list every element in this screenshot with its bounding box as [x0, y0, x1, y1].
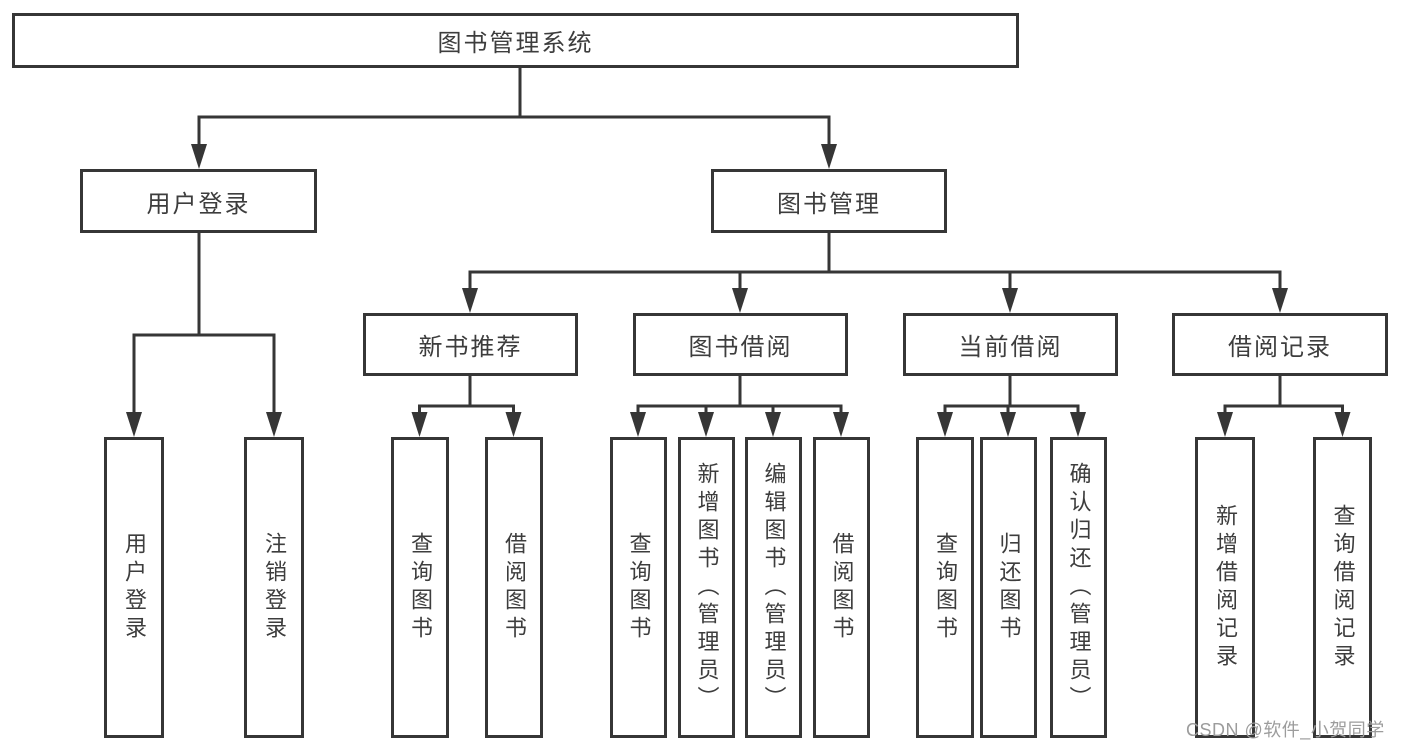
arrowhead	[1217, 412, 1233, 437]
arrowhead	[266, 412, 282, 437]
arrowhead	[1070, 412, 1086, 437]
arrowhead	[732, 288, 748, 313]
leaf-recommend-query-book: 查询图书	[391, 437, 449, 738]
arrowhead	[698, 412, 714, 437]
arrowhead	[411, 412, 428, 437]
leaf-recommend-borrow-book: 借阅图书	[485, 437, 543, 738]
arrowhead	[191, 144, 207, 169]
leaf-user-login: 用户登录	[104, 437, 164, 738]
node-borrow-records: 借阅记录	[1172, 313, 1388, 376]
node-root-system: 图书管理系统	[12, 13, 1019, 68]
arrowhead	[505, 412, 522, 437]
arrowhead	[937, 412, 953, 437]
arrowhead	[833, 412, 849, 437]
arrowhead	[1334, 412, 1351, 437]
arrowhead	[462, 288, 478, 313]
arrowhead	[821, 144, 837, 169]
leaf-borrow-query-book: 查询图书	[610, 437, 667, 738]
node-user-login: 用户登录	[80, 169, 317, 233]
leaf-return-book: 归还图书	[980, 437, 1037, 738]
arrowhead	[1000, 412, 1016, 437]
arrowhead	[1002, 288, 1018, 313]
arrowhead	[126, 412, 142, 437]
arrowhead	[630, 412, 646, 437]
csdn-watermark: CSDN @软件_小贺同学	[1186, 720, 1385, 740]
leaf-add-book-admin: 新增图书（管理员）	[678, 437, 735, 738]
leaf-add-borrow-record: 新增借阅记录	[1195, 437, 1255, 738]
arrowhead	[765, 412, 781, 437]
node-book-borrow: 图书借阅	[633, 313, 848, 376]
leaf-borrow-book: 借阅图书	[813, 437, 870, 738]
node-book-management: 图书管理	[711, 169, 947, 233]
arrowhead	[1272, 288, 1288, 313]
node-new-book-recommend: 新书推荐	[363, 313, 578, 376]
node-current-borrow: 当前借阅	[903, 313, 1118, 376]
leaf-confirm-return-admin: 确认归还（管理员）	[1050, 437, 1107, 738]
leaf-logout: 注销登录	[244, 437, 304, 738]
leaf-edit-book-admin: 编辑图书（管理员）	[745, 437, 802, 738]
leaf-query-borrow-record: 查询借阅记录	[1313, 437, 1372, 738]
leaf-current-query-book: 查询图书	[916, 437, 974, 738]
